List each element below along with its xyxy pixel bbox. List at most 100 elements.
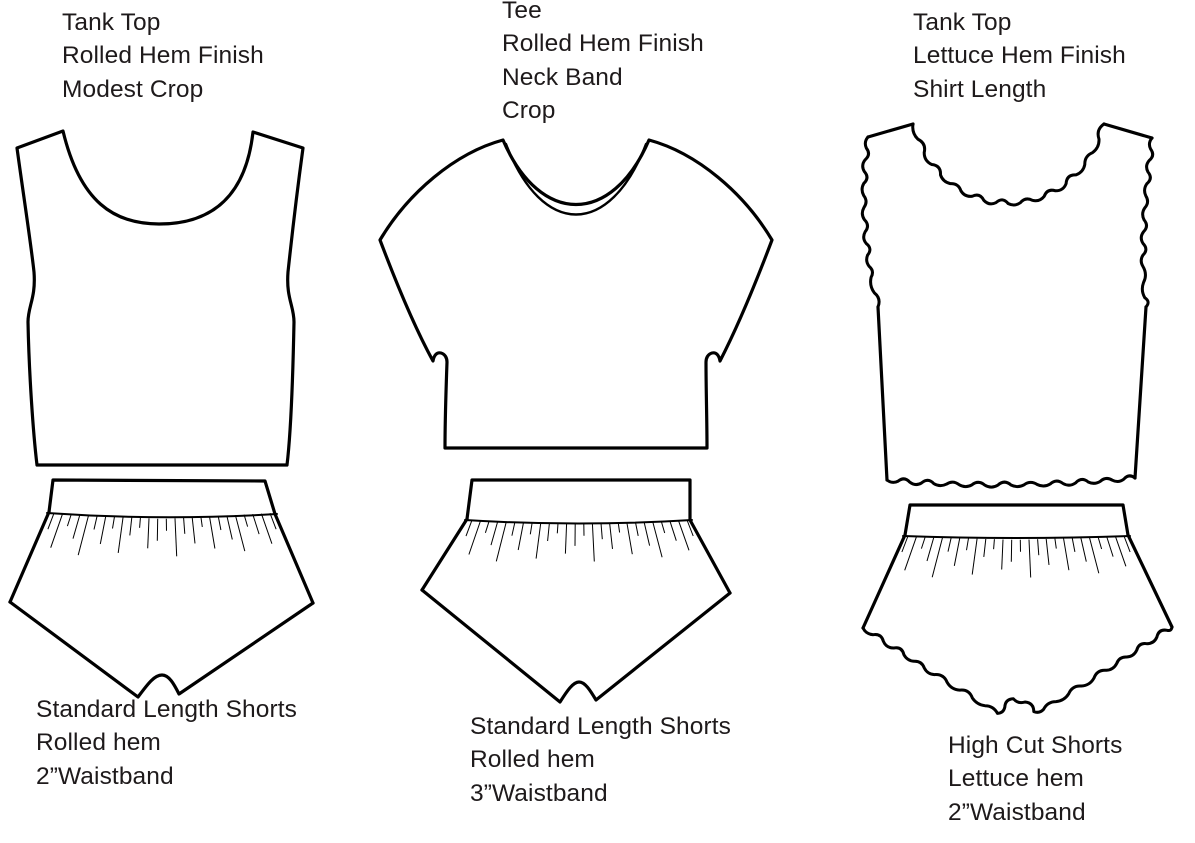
sketch-line — [468, 520, 482, 555]
sketch-line — [885, 474, 1137, 489]
sketch-line — [260, 513, 273, 544]
sketch-line — [902, 535, 1131, 539]
sketch-line — [72, 514, 81, 539]
sketch-line — [1114, 536, 1127, 567]
sketch-line — [1102, 122, 1154, 140]
sketch-line — [112, 516, 115, 529]
sketch-line — [183, 517, 186, 534]
sketch-line — [983, 538, 987, 557]
sketch-line — [901, 535, 909, 553]
label-line: Tee — [502, 0, 542, 24]
sketch-line — [50, 513, 64, 548]
sketch-line — [234, 514, 246, 552]
label-line: Lettuce Hem Finish — [913, 42, 1126, 70]
sketch-line — [861, 625, 1174, 715]
label-line: Rolled Hem Finish — [502, 30, 704, 58]
sketch-line — [677, 520, 690, 551]
sketch-line — [1001, 539, 1004, 570]
label-line: Rolled hem — [470, 746, 595, 774]
sketch-line — [686, 519, 694, 537]
standard-shorts-3in-sketch — [420, 478, 732, 704]
sketch-line — [77, 514, 90, 556]
sketch-line — [1045, 538, 1050, 565]
sketch-line — [669, 520, 677, 541]
sketch-line — [911, 122, 1106, 207]
sketch-line — [511, 521, 516, 536]
label-line: 2”Waistband — [948, 798, 1086, 826]
sketch-line — [517, 521, 525, 551]
sketch-line — [617, 522, 621, 533]
sketch-line — [931, 537, 944, 578]
sketch-line — [129, 517, 133, 536]
sketch-line — [504, 142, 648, 216]
label-line: Rolled hem — [36, 729, 161, 757]
sketch-line — [904, 536, 918, 571]
sketch-line — [273, 512, 315, 605]
label-line: Rolled Hem Finish — [62, 42, 264, 70]
sketch-line — [8, 510, 51, 604]
sketch-line — [420, 588, 732, 704]
sketch-line — [93, 515, 98, 530]
label-line: 3”Waistband — [470, 779, 608, 807]
label-line: Lettuce hem — [948, 765, 1084, 793]
sketch-line — [609, 522, 613, 549]
sketch-line — [47, 513, 55, 530]
sketch-line — [556, 523, 559, 534]
sketch-line — [1133, 305, 1148, 480]
sketch-line — [378, 138, 774, 450]
sketch-line — [99, 515, 107, 545]
label-line: Tank Top — [62, 9, 161, 36]
label-line: Standard Length Shorts — [36, 696, 297, 723]
sketch-line — [1123, 535, 1131, 553]
sketch-line — [1088, 537, 1100, 574]
sketch-line — [660, 520, 666, 534]
sketch-line — [993, 539, 995, 550]
sketch-line — [652, 521, 663, 558]
label-line: Neck Band — [502, 63, 623, 91]
sketch-line — [860, 135, 881, 309]
sketch-line — [1106, 536, 1114, 557]
high-cut-shorts-sketch — [861, 503, 1174, 715]
sketch-line — [66, 513, 72, 527]
sketch-line — [1139, 136, 1155, 309]
sketch-line — [46, 512, 278, 519]
label-line: Standard Length Shorts — [470, 713, 731, 740]
label-line: Crop — [502, 97, 556, 125]
label-shorts-middle: Standard Length Shorts Rolled hem 3”Wais… — [470, 710, 731, 810]
label-tee-middle: Tee Rolled Hem Finish Neck Band Crop — [502, 0, 704, 128]
sketch-line — [139, 517, 141, 528]
sketch-line — [626, 522, 633, 555]
sketch-line — [966, 538, 969, 551]
sketch-line — [866, 122, 915, 139]
sketch-line — [1037, 539, 1040, 556]
sketch-line — [688, 518, 732, 595]
tee-crop-sketch — [378, 138, 774, 450]
sketch-line — [926, 536, 935, 562]
sketch-line — [420, 517, 469, 592]
sketch-line — [903, 503, 1130, 537]
sketch-line — [217, 515, 222, 531]
sketch-line — [269, 513, 277, 530]
sketch-line — [15, 129, 305, 467]
sketch-line — [484, 520, 490, 533]
sketch-line — [920, 536, 926, 549]
standard-shorts-2in-sketch — [8, 478, 315, 699]
tank-top-lettuce-hem-sketch — [860, 122, 1155, 489]
sketch-line — [947, 537, 952, 552]
sketch-line — [47, 478, 277, 516]
sketch-line — [861, 533, 907, 630]
label-line: High Cut Shorts — [948, 732, 1123, 759]
sketch-line — [252, 513, 260, 535]
sketch-line — [243, 514, 249, 527]
sketch-line — [1063, 538, 1070, 571]
sketch-line — [209, 516, 216, 549]
label-tank-top-right: Tank Top Lettuce Hem Finish Shirt Length — [913, 6, 1126, 106]
sketch-line — [564, 523, 568, 554]
sketch-line — [147, 518, 150, 549]
sketch-line — [465, 519, 473, 537]
label-shorts-left: Standard Length Shorts Rolled hem 2”Wais… — [36, 693, 297, 793]
label-line: Modest Crop — [62, 75, 204, 103]
sketch-line — [591, 523, 595, 562]
